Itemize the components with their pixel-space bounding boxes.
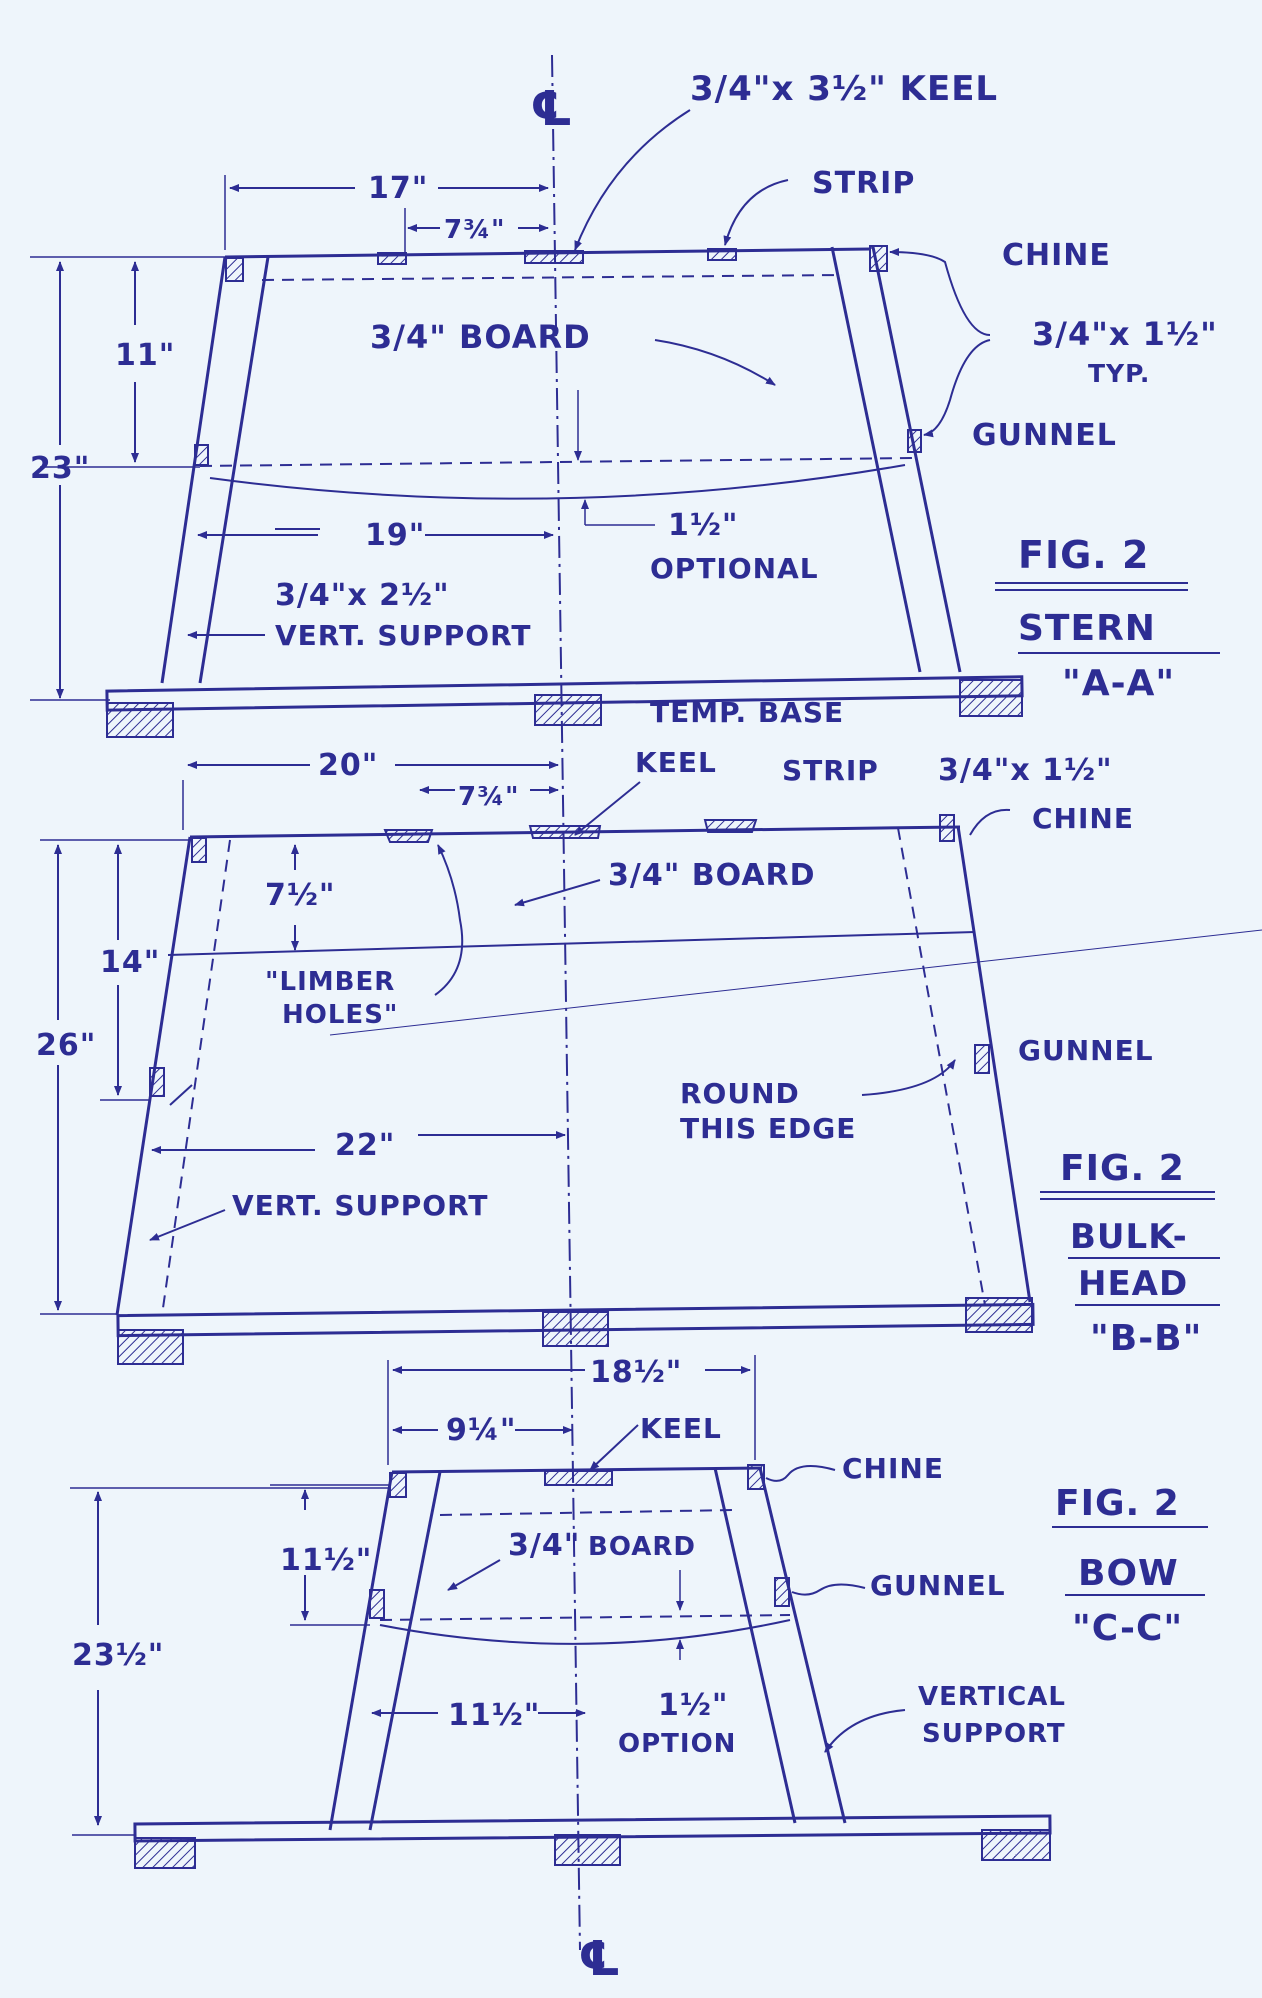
centerline [551,54,581,1951]
bow-dim-1-5: 1½" [658,1688,729,1723]
bulkhead-name-line-1: BULK- [1070,1217,1188,1257]
bow-section-label: "C-C" [1072,1608,1183,1649]
stern-board-label: 3/4" BOARD [370,318,591,356]
bow-fig-label: FIG. 2 [1055,1483,1180,1524]
bow-board-num: 3/4" [508,1528,580,1563]
stern-dim-19: 19" [365,518,425,553]
stern-section-label: "A-A" [1062,663,1175,704]
bow-dim-9-25: 9¼" [446,1413,517,1448]
stern-strip-label: STRIP [812,166,915,201]
stern-vert-support-label: VERT. SUPPORT [275,619,531,652]
stern-dim-7-3-4: 7¾" [444,215,506,245]
bulkhead-round-line-2: THIS EDGE [680,1112,856,1145]
bow-dim-11-5b: 11½" [448,1698,540,1733]
stern-chine-label: CHINE [1002,238,1111,273]
bow-dim-18-5: 18½" [590,1355,682,1390]
bow-gunnel-label: GUNNEL [870,1569,1006,1602]
stern-fig-label: FIG. 2 [1018,533,1149,577]
bulkhead-dim-7-3-4: 7¾" [458,782,520,812]
bulkhead-section-label: "B-B" [1090,1318,1202,1359]
bulkhead-vert-support-label: VERT. SUPPORT [232,1189,488,1222]
bow-keel-label: KEEL [640,1412,722,1445]
bow-option-label: OPTION [618,1729,736,1759]
bulkhead-chine-label: CHINE [1032,802,1134,835]
bulkhead-strip-size: 3/4"x 1½" [938,753,1113,788]
centerline-symbol-top: ℄ [530,81,574,137]
stern-keel-label: 3/4"x 3½" KEEL [690,69,998,109]
bulkhead-section [40,761,1262,1365]
bow-dim-11-5a: 11½" [280,1543,372,1578]
stern-typ-label: TYP. [1088,359,1150,388]
bulkhead-dim-7-5: 7½" [265,878,336,913]
centerline-symbol-bottom: ℄ [578,1931,622,1987]
stern-size-typ: 3/4"x 1½" [1032,315,1218,353]
stern-section [30,109,1220,738]
bulkhead-board-label: 3/4" BOARD [608,858,816,893]
stern-vert-size: 3/4"x 2½" [275,578,450,613]
bow-section [70,1355,1208,1869]
stern-dim-11: 11" [115,338,175,373]
bulkhead-name-line-2: HEAD [1078,1264,1188,1304]
bulkhead-dim-26: 26" [36,1028,96,1063]
stern-dim-23: 23" [30,451,90,486]
bow-dim-23-5: 23½" [72,1638,164,1673]
bulkhead-strip-label: STRIP [782,754,879,787]
bulkhead-limber-line-1: "LIMBER [265,967,395,997]
stern-name-label: STERN [1018,608,1156,649]
bulkhead-dim-20: 20" [318,748,378,783]
bulkhead-limber-line-2: HOLES" [282,1000,398,1030]
bow-name-label: BOW [1078,1553,1179,1594]
bulkhead-round-line-1: ROUND [680,1077,800,1110]
bow-board-label: BOARD [588,1532,696,1562]
bulkhead-dim-22: 22" [335,1128,395,1163]
stern-optional-label: OPTIONAL [650,552,819,585]
bulkhead-keel-label: KEEL [635,746,717,779]
stern-temp-base-label: TEMP. BASE [650,696,844,729]
bulkhead-fig-label: FIG. 2 [1060,1148,1185,1189]
stern-dim-1-5: 1½" [668,508,739,543]
bow-support-label: SUPPORT [922,1719,1066,1749]
stern-dim-17: 17" [368,171,428,206]
bulkhead-dim-14: 14" [100,945,160,980]
bulkhead-gunnel-label: GUNNEL [1018,1034,1154,1067]
stern-gunnel-label: GUNNEL [972,418,1117,453]
bow-vertical-label: VERTICAL [918,1682,1066,1712]
bow-chine-label: CHINE [842,1452,944,1485]
